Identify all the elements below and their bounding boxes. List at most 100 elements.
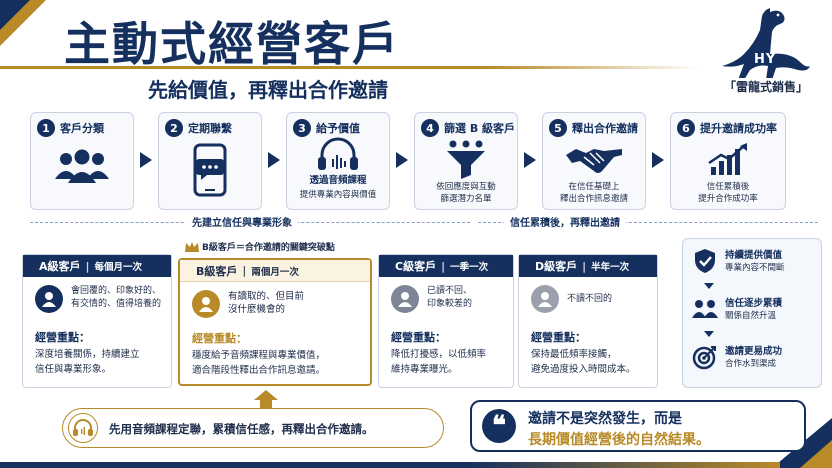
card-grade: C級客戶 — [395, 260, 437, 273]
avatar — [391, 285, 419, 313]
stage-label-invite: 信任累積後，再釋出邀請 — [504, 214, 626, 229]
panel-item-sub: 關係自然升溫 — [725, 311, 777, 321]
stage-line-right — [478, 222, 818, 223]
card-description: 不讀不回的 — [567, 293, 612, 306]
b-client-tag: B級客戶＝合作邀請的關鍵突破點 — [180, 240, 343, 256]
logo-monogram: HY — [754, 52, 777, 67]
step-title: 提升邀請成功率 — [700, 122, 777, 135]
step-number: 4 — [421, 119, 439, 137]
client-card-d: D級客戶|半年一次 不讀不回的 經營重點： 保持最低頻率接觸，避免過度投入時間成… — [518, 254, 658, 388]
handshake-icon — [566, 149, 622, 173]
step-arrow — [524, 152, 536, 168]
user-icon — [538, 292, 552, 307]
card-desc-line-1: 不讀不回的 — [567, 294, 613, 304]
people-icon — [692, 300, 718, 318]
client-card-c: C級客戶|一季一次 已讀不回、印象較差的 經營重點： 降低打擾感，以低頻率維持專… — [378, 254, 514, 388]
key-quote: ❝ 邀請不是突然發生，而是 長期價值經營後的自然結果。 — [470, 400, 806, 452]
step-number: 6 — [677, 119, 695, 137]
step-arrow — [396, 152, 408, 168]
card-grade: D級客戶 — [535, 260, 578, 273]
audio-course-tip: 先用音頻課程定聯，累積信任感，再釋出合作邀請。 — [62, 408, 444, 448]
step-customer-classification: 1 客戶分類 — [30, 112, 134, 210]
page-subtitle: 先給價值，再釋出合作邀請 — [148, 78, 388, 102]
card-frequency: 半年一次 — [591, 262, 630, 273]
step-caption-strong: 透過音頻課程 — [309, 175, 367, 186]
card-body: 保持最低頻率接觸，避免過度投入時間成本。 — [531, 347, 636, 377]
card-frequency: 一季一次 — [450, 262, 489, 273]
step-title: 定期聯繫 — [188, 122, 232, 135]
people-group-icon — [55, 149, 109, 183]
step-release-invitation: 5 釋出合作邀請 在信任基礎上 釋出合作訊息邀請 — [542, 112, 646, 210]
card-frequency: 兩個月一次 — [251, 266, 299, 278]
step-number: 2 — [165, 119, 183, 137]
step-regular-contact: 2 定期聯繫 — [158, 112, 262, 210]
user-icon — [199, 297, 213, 312]
card-grade: A級客戶 — [39, 260, 81, 273]
tip-text: 先用音頻課程定聯，累積信任感，再釋出合作邀請。 — [109, 422, 374, 436]
step-give-value: 3 給予價值 透過音頻課程 提供專業內容與價值 — [286, 112, 390, 210]
user-icon — [398, 292, 412, 307]
quote-mark-icon: ❝ — [482, 409, 516, 443]
card-desc-line-2: 有交情的、值得培養的 — [71, 299, 162, 309]
crown-icon — [185, 242, 199, 252]
panel-item-build-trust: 信任逐步累積 關係自然升溫 — [691, 293, 817, 329]
avatar — [192, 290, 220, 318]
card-header: A級客戶|每個月一次 — [23, 255, 171, 277]
card-key-label: 經營重點： — [35, 331, 90, 344]
growth-chart-icon — [708, 143, 747, 175]
logo-label: 「雷龍式銷售」 — [723, 80, 808, 94]
step-caption-2: 釋出合作訊息邀請 — [559, 194, 628, 204]
step-number: 1 — [37, 119, 55, 137]
client-card-a: A級客戶|每個月一次 會回覆的、印象好的、有交情的、值得培養的 經營重點： 深度… — [22, 254, 172, 388]
step-title: 給予價值 — [316, 122, 360, 135]
shield-check-icon — [695, 249, 715, 273]
step-title: 釋出合作邀請 — [572, 122, 638, 135]
client-card-b: B級客戶|兩個月一次 有讀取的、但目前沒什麼機會的 經營重點： 穩度給予音頻課程… — [178, 258, 372, 386]
card-frequency: 每個月一次 — [94, 262, 143, 273]
step-caption: 提供專業內容與價值 — [299, 190, 377, 200]
card-description: 會回覆的、印象好的、有交情的、值得培養的 — [71, 285, 161, 311]
card-body-line-1: 穩度給予音頻課程與專業價值， — [192, 350, 326, 361]
panel-item-title: 信任逐步累積 — [725, 298, 783, 309]
panel-item-provide-value: 持續提供價值 專業內容不間斷 — [691, 245, 817, 281]
process-steps: 1 客戶分類 2 定期聯繫 3 給予價值 — [30, 112, 810, 212]
step-caption-2: 篩選潛力名單 — [440, 194, 492, 204]
page-title: 主動式經營客戶 — [64, 17, 400, 71]
avatar — [35, 285, 63, 313]
funnel-icon — [447, 140, 485, 179]
step-arrow — [652, 152, 664, 168]
phone-chat-icon — [193, 143, 227, 197]
card-body-line-2: 適合階段性釋出合作訊息邀請。 — [192, 365, 326, 376]
card-header: B級客戶|兩個月一次 — [180, 260, 370, 282]
card-body-line-2: 信任與專業形象。 — [35, 364, 112, 375]
card-body-line-2: 維持專業曝光。 — [391, 364, 458, 375]
card-header: C級客戶|一季一次 — [379, 255, 513, 277]
target-icon — [692, 346, 716, 370]
headphones-icon — [73, 419, 93, 436]
card-desc-line-1: 有讀取的、但目前 — [228, 291, 305, 302]
quote-line-1: 邀請不是突然發生，而是 — [528, 411, 682, 427]
user-icon — [42, 292, 56, 307]
bottom-bar — [0, 462, 780, 468]
avatar — [531, 285, 559, 313]
card-desc-line-1: 會回覆的、印象好的、 — [71, 286, 162, 296]
step-title: 客戶分類 — [60, 122, 104, 135]
panel-item-sub: 合作水到渠成 — [725, 359, 777, 369]
step-caption: 依回應度與互動 — [436, 182, 496, 192]
step-caption: 在信任基礎上 — [568, 182, 620, 192]
card-header: D級客戶|半年一次 — [519, 255, 657, 277]
corner-decoration-top-left — [0, 0, 46, 46]
panel-down-arrow — [704, 283, 714, 289]
step-number: 5 — [549, 119, 567, 137]
card-body-line-1: 降低打擾感，以低頻率 — [391, 349, 487, 360]
card-body: 深度培養關係，持續建立信任與專業形象。 — [35, 347, 140, 377]
panel-item-title: 持續提供價值 — [725, 250, 783, 261]
stage-label-trust: 先建立信任與專業形象 — [186, 214, 298, 229]
card-key-label: 經營重點： — [192, 332, 247, 345]
headphones-icon — [318, 137, 358, 170]
dinosaur-logo-icon — [722, 8, 810, 80]
panel-item-sub: 專業內容不間斷 — [725, 263, 785, 273]
quote-line-2: 長期價值經營後的自然結果。 — [528, 432, 710, 448]
step-number: 3 — [293, 119, 311, 137]
